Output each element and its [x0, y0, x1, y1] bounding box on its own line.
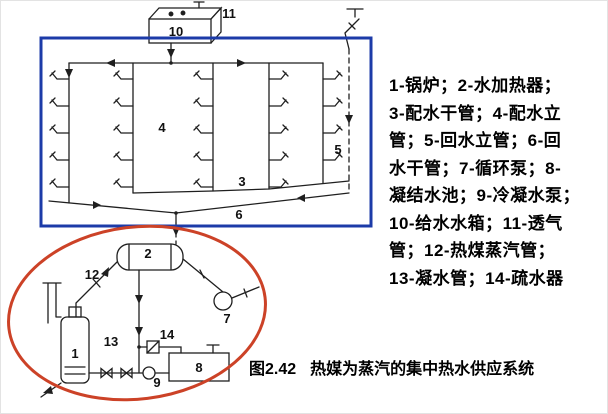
- steam-pipe: [75, 261, 118, 318]
- chimney: [42, 282, 62, 324]
- label-condensate-pump: 9: [153, 375, 160, 390]
- vent-pipe: [193, 1, 205, 9]
- legend-line: 10-给水水箱；11-透气: [389, 213, 563, 233]
- label-distribution-main: 3: [238, 174, 245, 189]
- label-condensate-pipe: 13: [104, 334, 118, 349]
- label-steam-trap: 14: [160, 327, 175, 342]
- label-distribution-riser: 4: [158, 120, 166, 135]
- label-water-heater: 2: [144, 246, 151, 261]
- condensate-pump: [142, 366, 156, 380]
- caption-title: 热媒为蒸汽的集中热水供应系统: [310, 361, 535, 378]
- label-steam-pipe: 12: [85, 267, 99, 282]
- label-circulation-pump: 7: [223, 311, 230, 326]
- building-outline: [39, 36, 373, 228]
- label-return-main: 6: [235, 207, 242, 222]
- legend-line: 管；5-回水立管；6-回: [389, 131, 562, 150]
- component-labels: 10 11 4 3 5 6 2 12 7 13 14 1 9 8: [71, 6, 341, 390]
- label-feed-water-tank: 10: [169, 24, 183, 39]
- figure-caption: 图2.42 热媒为蒸汽的集中热水供应系统: [249, 355, 534, 379]
- caption-number: 图2.42: [249, 361, 297, 378]
- legend-line: 1-锅炉；2-水加热器；: [389, 76, 562, 95]
- legend: 1-锅炉；2-水加热器； 3-配水干管；4-配水立 管；5-回水立管；6-回 水…: [389, 72, 607, 292]
- flow-arrows: [43, 49, 353, 394]
- label-condensate-pool: 8: [195, 360, 202, 375]
- condensate-return-line: [88, 367, 170, 379]
- legend-line: 水干管；7-循环泵；8-: [389, 158, 562, 178]
- label-boiler: 1: [71, 346, 78, 361]
- label-return-riser: 5: [334, 142, 341, 157]
- junction-dots: [137, 61, 178, 349]
- legend-line: 13-凝水管；14-疏水器: [389, 268, 564, 288]
- system-schematic: 10 11 4 3 5 6 2 12 7 13 14 1 9 8: [7, 1, 373, 402]
- boiler: [60, 306, 90, 384]
- legend-line: 凝结水池；9-冷凝水泵；: [389, 186, 581, 205]
- legend-line: 3-配水干管；4-配水立: [389, 103, 562, 123]
- circulation-pump: [182, 258, 260, 311]
- roof-vent: [344, 8, 364, 50]
- steam-trap: [146, 340, 182, 354]
- water-heater: [116, 243, 184, 271]
- condensate-pipe: [138, 269, 148, 374]
- faucet-taps: [49, 70, 343, 188]
- pipework: [40, 1, 364, 398]
- highlight-ellipse: [7, 224, 267, 402]
- legend-line: 管；12-热煤蒸汽管；: [389, 241, 556, 260]
- label-vent-pipe: 11: [222, 6, 236, 21]
- distribution-main: [132, 180, 350, 194]
